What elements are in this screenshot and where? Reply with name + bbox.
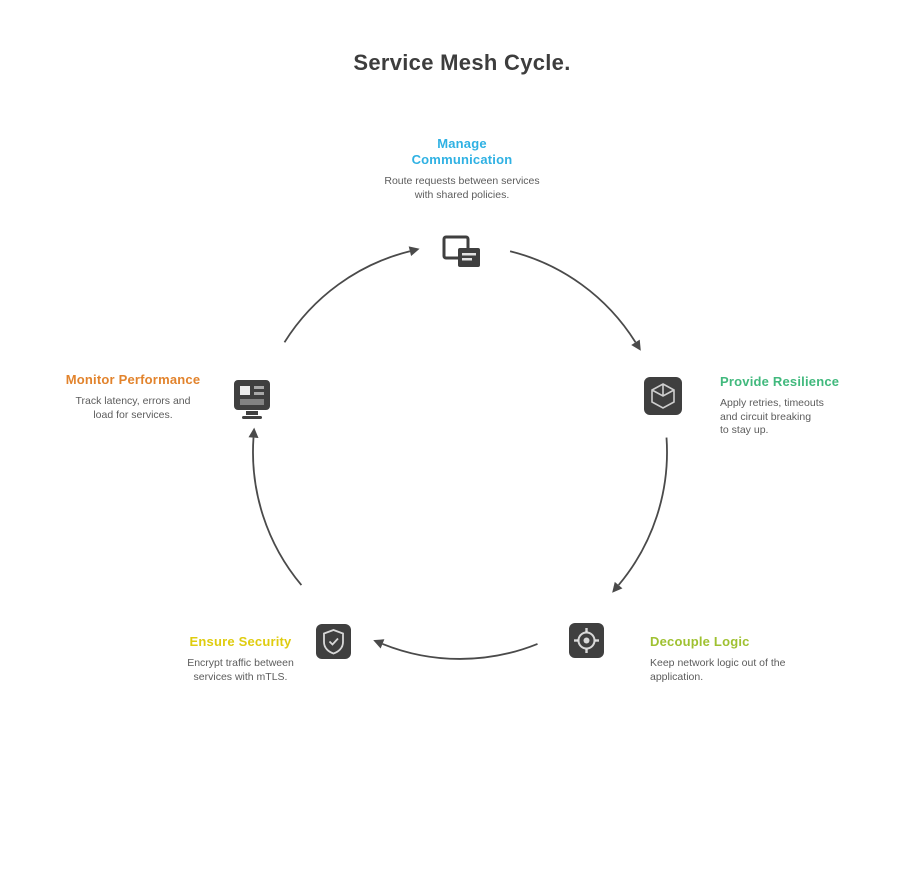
- node-description: Keep network logic out of the applicatio…: [650, 657, 786, 683]
- arc-bottomright-to-bottomleft: [382, 643, 538, 660]
- node-label-provide-resilience: Provide Resilience Apply retries, timeou…: [720, 374, 890, 438]
- node-heading: Ensure Security: [189, 634, 292, 649]
- shield-icon: [315, 623, 352, 665]
- gear-icon: [568, 622, 605, 664]
- monitor-icon: [232, 378, 272, 427]
- node-description: Encrypt traffic between services with mT…: [187, 657, 294, 683]
- arrowhead-icon: [612, 581, 623, 593]
- page-title: Service Mesh Cycle.: [353, 50, 571, 75]
- arrowhead-icon: [631, 339, 641, 351]
- node-label-manage-communication: Manage Communication Route requests betw…: [312, 136, 612, 202]
- arrowhead-icon: [408, 246, 420, 257]
- node-heading: Provide Resilience: [720, 374, 840, 389]
- arrowhead-icon: [248, 427, 259, 438]
- node-label-decouple-logic: Decouple Logic Keep network logic out of…: [650, 634, 830, 684]
- node-heading: Manage Communication: [411, 136, 513, 167]
- node-label-monitor-performance: Monitor Performance Track latency, error…: [43, 372, 223, 422]
- cube-icon: [643, 376, 683, 421]
- arc-right-to-bottomright: [617, 437, 668, 586]
- arrowhead-icon: [373, 639, 385, 649]
- node-description: Apply retries, timeouts and circuit brea…: [720, 397, 824, 436]
- windows-icon: [440, 230, 484, 279]
- arc-bottomleft-to-left: [252, 437, 303, 586]
- node-heading: Decouple Logic: [650, 634, 750, 649]
- node-description: Route requests between services with sha…: [384, 175, 540, 201]
- node-label-ensure-security: Ensure Security Encrypt traffic between …: [163, 634, 318, 684]
- arc-top-to-right: [509, 250, 637, 343]
- arc-left-to-top: [283, 250, 411, 343]
- node-description: Track latency, errors and load for servi…: [75, 395, 191, 421]
- node-heading: Monitor Performance: [65, 372, 201, 387]
